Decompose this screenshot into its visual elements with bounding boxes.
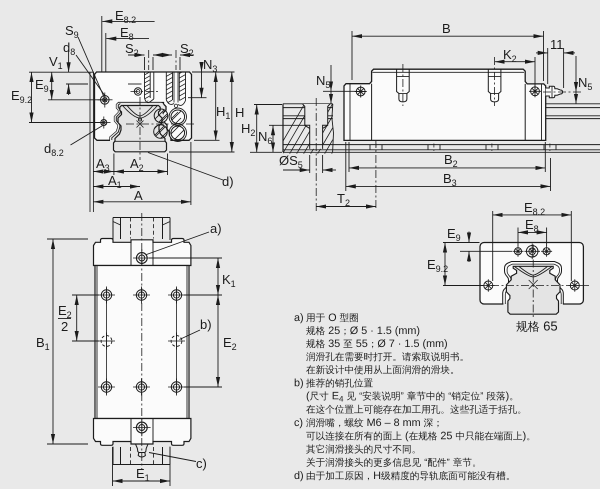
svg-text:ØS5: ØS5 bbox=[279, 153, 303, 170]
svg-text:c): c) bbox=[196, 456, 207, 471]
svg-text:A: A bbox=[134, 188, 143, 203]
svg-text:H: H bbox=[235, 105, 244, 120]
svg-text:2: 2 bbox=[61, 319, 68, 334]
svg-text:b): b) bbox=[200, 317, 212, 332]
svg-text:d): d) bbox=[222, 174, 234, 189]
svg-text:B: B bbox=[442, 21, 451, 36]
svg-text:11: 11 bbox=[550, 37, 564, 52]
svg-text:a): a) bbox=[210, 221, 222, 236]
